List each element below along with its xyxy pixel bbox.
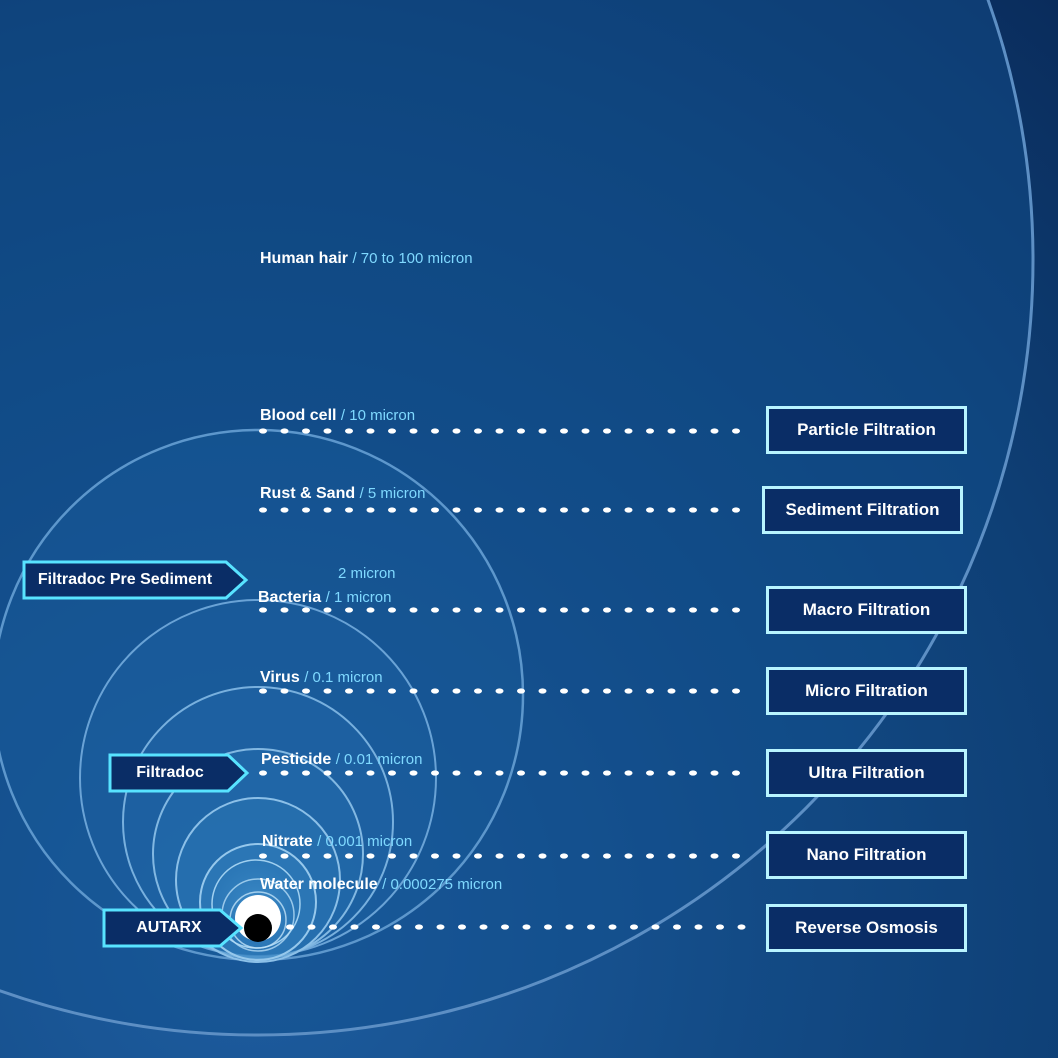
- label-human-hair: Human hair / 70 to 100 micron: [260, 250, 473, 268]
- box-nano-filtration: Nano Filtration: [766, 831, 967, 879]
- particle-size: / 0.001 micron: [317, 833, 413, 850]
- box-macro-filtration: Macro Filtration: [766, 586, 967, 634]
- dotted-connector-nano: [259, 853, 740, 859]
- particle-size: / 0.1 micron: [304, 669, 383, 686]
- box-ultra-filtration: Ultra Filtration: [766, 749, 967, 797]
- dotted-connector-macro: [259, 607, 740, 613]
- water-molecule-dot: [244, 914, 272, 942]
- arrow-tag-shape: [22, 560, 249, 600]
- particle-size: / 5 micron: [359, 485, 426, 502]
- label-rust-sand: Rust & Sand / 5 micron: [260, 485, 425, 503]
- particle-size: / 70 to 100 micron: [352, 250, 473, 267]
- tag-filtradoc: Filtradoc: [108, 753, 250, 793]
- particle-size: / 10 micron: [340, 407, 416, 424]
- dotted-connector-micro: [259, 688, 740, 694]
- product-name: AUTARX: [136, 919, 202, 936]
- label-water-molecule: Water molecule / 0.000275 micron: [260, 876, 502, 894]
- particle-name: Pesticide: [261, 751, 332, 768]
- product-name: Filtradoc Pre Sediment: [37, 571, 213, 588]
- particle-name: Bacteria: [258, 589, 322, 606]
- box-micro-filtration: Micro Filtration: [766, 667, 967, 715]
- dotted-connector-reverse-osmosis: [286, 924, 746, 930]
- label-virus: Virus / 0.1 micron: [260, 669, 383, 687]
- tag-autarx: AUTARX: [102, 908, 244, 948]
- particle-name: Virus: [260, 669, 300, 686]
- product-name: Filtradoc: [136, 764, 204, 781]
- label-bacteria: Bacteria / 1 micron: [258, 589, 391, 607]
- particle-size: / 0.01 micron: [335, 751, 423, 768]
- particle-name: Nitrate: [262, 833, 313, 850]
- label-blood-cell: Blood cell / 10 micron: [260, 407, 415, 425]
- particle-size: / 0.000275 micron: [382, 876, 503, 893]
- particle-size: / 1 micron: [325, 589, 392, 606]
- dotted-connector-sediment: [259, 507, 740, 513]
- arrow-tag-shape: [102, 908, 244, 948]
- tag-filtradoc-pre-sediment: Filtradoc Pre Sediment: [22, 560, 250, 600]
- label-bacteria-upper-size: 2 micron: [338, 565, 396, 582]
- particle-name: Blood cell: [260, 407, 337, 424]
- dotted-connector-particle: [259, 428, 740, 434]
- label-pesticide: Pesticide / 0.01 micron: [261, 751, 422, 769]
- particle-name: Water molecule: [260, 876, 378, 893]
- label-nitrate: Nitrate / 0.001 micron: [262, 833, 412, 851]
- particle-name: Rust & Sand: [260, 485, 356, 502]
- box-reverse-osmosis: Reverse Osmosis: [766, 904, 967, 952]
- dotted-connector-ultra: [259, 770, 740, 776]
- arrow-tag-shape: [108, 753, 250, 793]
- box-particle-filtration: Particle Filtration: [766, 406, 967, 454]
- box-sediment-filtration: Sediment Filtration: [762, 486, 963, 534]
- particle-name: Human hair: [260, 250, 349, 267]
